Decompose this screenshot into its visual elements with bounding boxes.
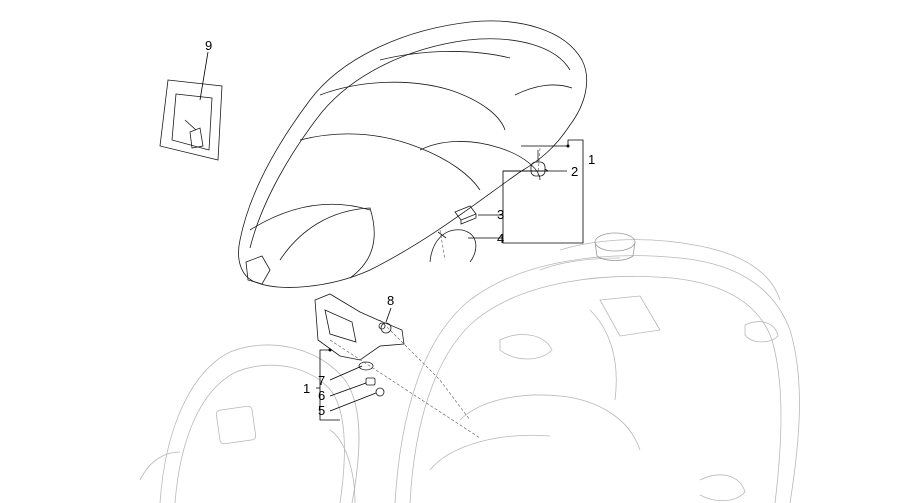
callout-3: 3 <box>497 207 504 222</box>
leader-lines <box>199 51 584 421</box>
callout-5: 5 <box>318 403 325 418</box>
callout-1-hinge: 1 <box>303 381 310 396</box>
callout-6: 6 <box>318 388 325 403</box>
callout-1-seat: 1 <box>588 152 595 167</box>
callout-8: 8 <box>387 293 394 308</box>
callout-4: 4 <box>497 231 504 246</box>
seat-drawing <box>238 20 588 288</box>
scooter-body-ghost <box>139 232 800 503</box>
callout-9: 9 <box>205 38 212 53</box>
small-parts <box>159 79 477 397</box>
callout-7: 7 <box>318 373 325 388</box>
assembly-lines <box>329 147 541 439</box>
callout-2: 2 <box>571 164 578 179</box>
